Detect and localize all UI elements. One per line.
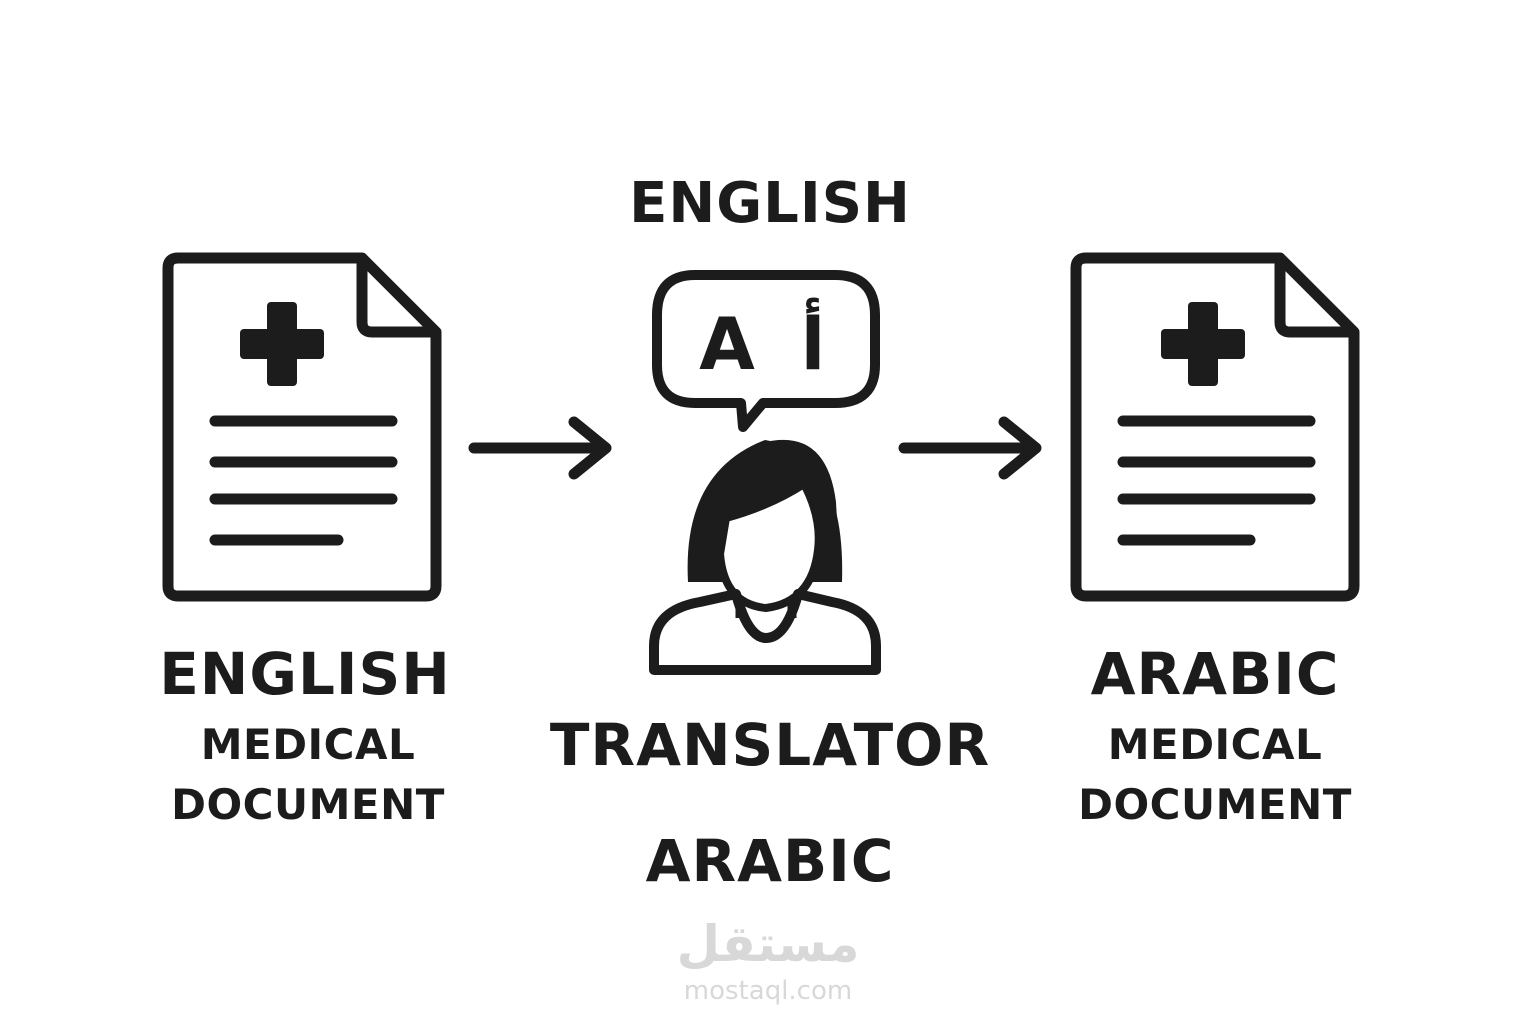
watermark-url: mostaql.com <box>683 976 853 1006</box>
bubble-latin-letter: A <box>699 302 755 386</box>
source-language-label: ENGLISH <box>159 640 451 708</box>
medical-cross-icon <box>1161 302 1245 386</box>
target-document-line1: MEDICAL <box>1107 720 1323 769</box>
source-document-line1: MEDICAL <box>200 720 416 769</box>
translator-label: TRANSLATOR <box>549 711 991 779</box>
medical-cross-icon <box>240 302 324 386</box>
translator-top-label: ENGLISH <box>629 171 911 236</box>
source-document-line2: DOCUMENT <box>171 780 445 829</box>
translator-bottom-label: ARABIC <box>645 827 895 895</box>
translator-person-icon <box>649 439 881 675</box>
target-language-label: ARABIC <box>1090 640 1340 708</box>
arrow-right-icon <box>468 416 612 480</box>
target-document-line2: DOCUMENT <box>1078 780 1352 829</box>
arrow-right-icon <box>898 416 1042 480</box>
source-medical-document-icon <box>162 252 442 602</box>
watermark-logo: مستقل <box>676 915 860 973</box>
target-medical-document-icon <box>1070 252 1360 602</box>
bubble-arabic-letter: أ <box>801 297 826 386</box>
speech-bubble-icon: A أ <box>652 270 880 432</box>
